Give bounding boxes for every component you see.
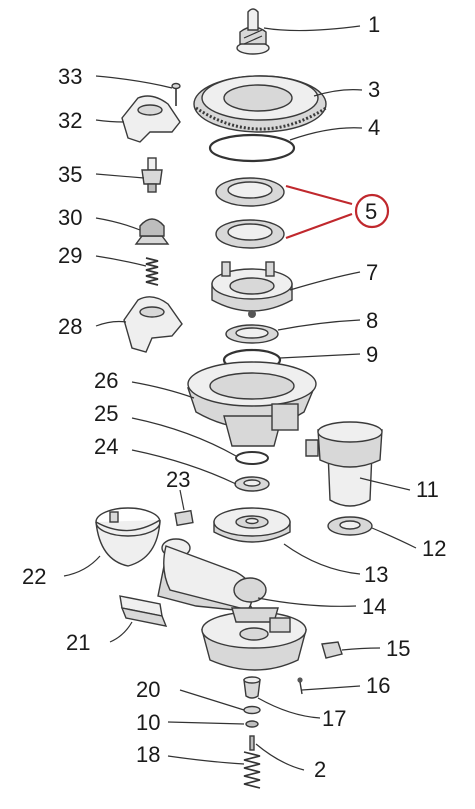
part-30-gear [134, 218, 170, 245]
part-23-clip [174, 509, 194, 527]
part-15-block [321, 641, 343, 659]
part-20-disc [243, 705, 261, 715]
callout-13: 13 [364, 562, 388, 587]
part-14-motor [157, 538, 267, 613]
callout-17: 17 [322, 706, 346, 731]
part-22-mounting-band [95, 507, 161, 567]
part-8-seal [225, 324, 279, 344]
callout-28: 28 [58, 314, 82, 339]
callout-33: 33 [58, 64, 82, 89]
leader-lines [63, 25, 417, 771]
part-12-cup-seal [327, 516, 373, 536]
callout-18: 18 [136, 742, 160, 767]
part-25-small-ring [235, 451, 269, 465]
part-1-drive-screw [236, 8, 270, 55]
part-base-housing [201, 607, 307, 671]
part-11-filter-cup [305, 421, 383, 507]
part-21-latch [119, 595, 168, 627]
callout-29: 29 [58, 243, 82, 268]
callout-16: 16 [366, 673, 390, 698]
callout-20: 20 [136, 677, 160, 702]
callout-labels: 1 2 3 4 5 7 8 9 10 11 12 13 14 15 16 17 … [22, 12, 446, 782]
callout-35: 35 [58, 162, 82, 187]
callout-22: 22 [22, 564, 46, 589]
part-4-o-ring [208, 133, 296, 163]
part-7-clutch-housing [211, 261, 293, 318]
callout-26: 26 [94, 368, 118, 393]
part-18-spring [243, 735, 261, 789]
callout-21: 21 [66, 630, 90, 655]
callout-4: 4 [368, 115, 380, 140]
callout-32: 32 [58, 108, 82, 133]
callout-2: 2 [314, 757, 326, 782]
callout-12: 12 [422, 536, 446, 561]
callout-5: 5 [365, 199, 377, 224]
callout-30: 30 [58, 205, 82, 230]
callout-10: 10 [136, 710, 160, 735]
callout-15: 15 [386, 636, 410, 661]
callout-14: 14 [362, 594, 386, 619]
callout-1: 1 [368, 12, 380, 37]
part-33-screw [171, 82, 181, 106]
part-28-bracket [123, 296, 183, 353]
part-3-gear-ring [193, 75, 327, 133]
part-26-bowl-housing [187, 361, 317, 447]
part-16-screw [297, 677, 303, 695]
callout-11: 11 [416, 477, 439, 502]
part-35-pinion [141, 157, 163, 193]
callout-7: 7 [366, 260, 378, 285]
highlight-leaders-5 [285, 184, 390, 240]
part-29-spring [145, 257, 159, 286]
callout-24: 24 [94, 434, 118, 459]
callout-23: 23 [166, 467, 190, 492]
callout-3: 3 [368, 77, 380, 102]
part-24-washer [234, 476, 270, 492]
part-10-washer [245, 720, 259, 728]
callout-9: 9 [366, 342, 378, 367]
part-32-bracket [121, 95, 181, 143]
part-5-seal-rings [215, 177, 285, 249]
callout-8: 8 [366, 308, 378, 333]
callout-25: 25 [94, 401, 118, 426]
part-13-impeller [213, 507, 291, 543]
part-17-valve-sleeve [243, 676, 261, 699]
